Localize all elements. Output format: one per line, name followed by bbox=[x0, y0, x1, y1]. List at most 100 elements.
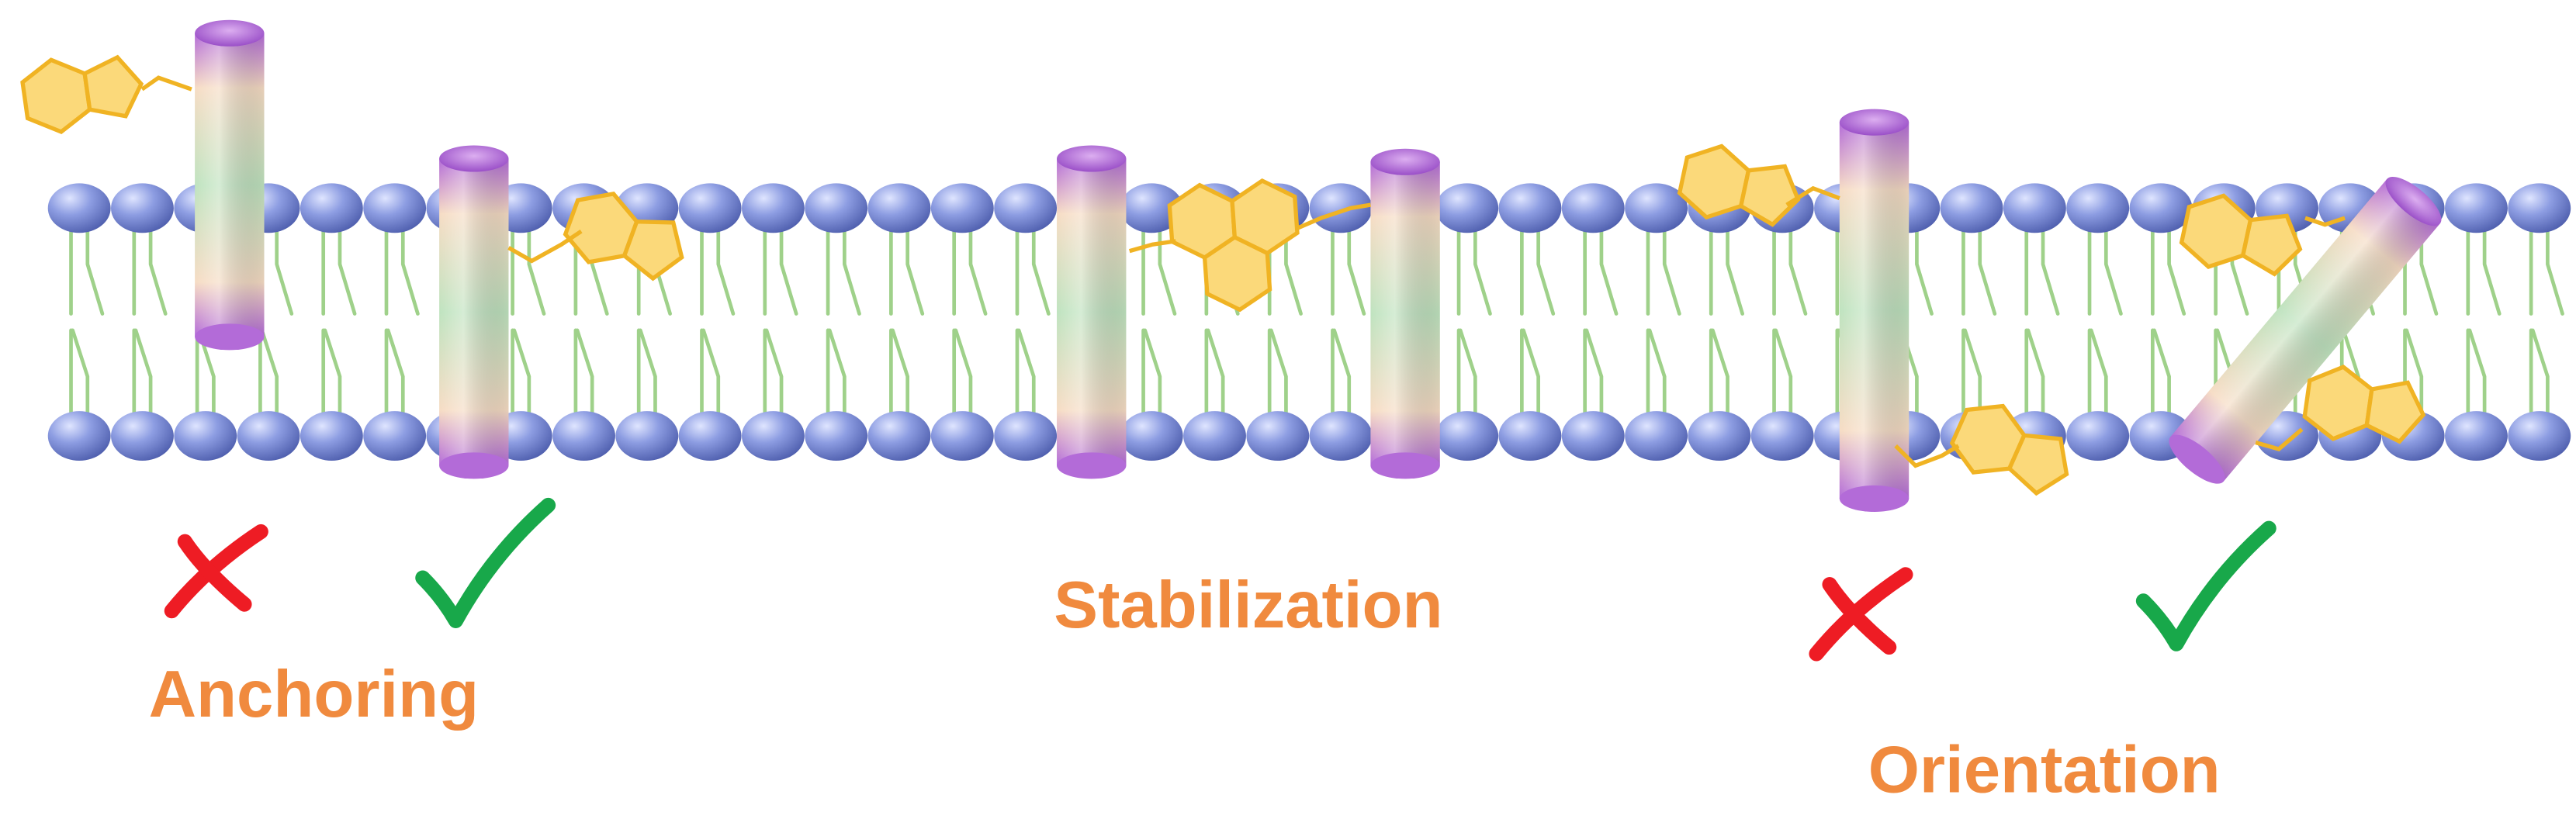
lipid-tail bbox=[1269, 328, 1288, 415]
lipid-head bbox=[1309, 183, 1373, 233]
lipid-tail bbox=[2405, 328, 2424, 415]
lipid-tail bbox=[843, 223, 861, 316]
lipid-tail bbox=[2041, 223, 2060, 316]
lipid-tail bbox=[2026, 328, 2045, 415]
lipid-head bbox=[1120, 411, 1183, 461]
lipid-tail bbox=[85, 223, 105, 316]
lipid-head bbox=[363, 411, 427, 461]
lipid-head bbox=[111, 411, 174, 461]
lipid-tail bbox=[2089, 328, 2108, 415]
lipid-tail bbox=[1332, 328, 1352, 415]
lipid-tail bbox=[1473, 223, 1492, 316]
lipid-tail bbox=[275, 223, 294, 316]
transmembrane-helices bbox=[195, 19, 2442, 512]
lipid-head bbox=[1435, 411, 1499, 461]
lipid-head bbox=[47, 411, 111, 461]
lipid-head bbox=[111, 183, 174, 233]
lipid-tail bbox=[1584, 328, 1604, 415]
lipid-head bbox=[1120, 183, 1183, 233]
lipid-tail bbox=[1143, 328, 1162, 415]
lipid-head bbox=[47, 183, 111, 233]
orientation-label: Orientation bbox=[1868, 734, 2221, 807]
lipid-head bbox=[678, 411, 742, 461]
lipid-head bbox=[1940, 183, 2003, 233]
helix-orientation-tilted bbox=[2169, 177, 2442, 484]
lipid-tail bbox=[1647, 328, 1667, 415]
anchoring-check-mark-icon bbox=[415, 497, 556, 628]
lipid-head bbox=[1625, 411, 1688, 461]
fused-ring-lipid-motif-icon bbox=[2255, 362, 2429, 451]
helix-stabilization-right bbox=[1370, 148, 1440, 479]
orientation-cross-mark-icon bbox=[1809, 567, 1913, 662]
lipid-tail bbox=[338, 223, 357, 316]
lipid-head bbox=[930, 183, 994, 233]
fused-ring-lipid-motif-icon bbox=[20, 48, 192, 136]
lipid-tail bbox=[260, 328, 279, 415]
lipid-head bbox=[2445, 411, 2508, 461]
lipid-tail bbox=[1774, 328, 1793, 415]
fused-ring-lipid-motif-icon bbox=[2178, 189, 2346, 285]
lipid-head bbox=[2066, 183, 2130, 233]
lipid-tail bbox=[400, 223, 420, 316]
lipid-tail bbox=[1599, 223, 1619, 316]
lipid-head bbox=[1435, 183, 1499, 233]
lipid-tail bbox=[716, 223, 736, 316]
orientation-check-mark-icon bbox=[2135, 520, 2277, 651]
helix-stabilization-left bbox=[1057, 145, 1127, 479]
lipid-head bbox=[552, 411, 615, 461]
lipid-tail bbox=[2467, 328, 2487, 415]
lipid-tail bbox=[1711, 328, 1729, 415]
fused-ring-lipid-motif-icon bbox=[1676, 140, 1840, 235]
lipid-tail bbox=[323, 328, 342, 415]
helix-anchoring-unanchored bbox=[195, 19, 265, 351]
lipid-head bbox=[805, 183, 868, 233]
lipid-tail bbox=[2546, 223, 2564, 316]
lipid-head bbox=[1561, 183, 1625, 233]
lipid-head bbox=[2003, 183, 2066, 233]
lipid-tail bbox=[1788, 223, 1808, 316]
lipid-tail bbox=[2530, 328, 2550, 415]
lipid-tail bbox=[1206, 328, 1225, 415]
anchoring-label: Anchoring bbox=[149, 658, 480, 731]
stabilization-label: Stabilization bbox=[1054, 568, 1442, 642]
lipid-head bbox=[615, 411, 679, 461]
lipid-head bbox=[1246, 411, 1310, 461]
lipid-tail bbox=[1458, 328, 1477, 415]
lipid-head bbox=[867, 183, 931, 233]
lipid-tail bbox=[638, 328, 657, 415]
lipid-tail bbox=[1031, 223, 1051, 316]
lipid-tail bbox=[527, 223, 546, 316]
lipid-tail bbox=[779, 223, 798, 316]
lipid-tail bbox=[1915, 223, 1934, 316]
lipid-head bbox=[2445, 183, 2508, 233]
lipid-tail bbox=[954, 328, 973, 415]
lipid-tail bbox=[2103, 223, 2123, 316]
lipid-tail bbox=[891, 328, 910, 415]
lipid-tail bbox=[2482, 223, 2502, 316]
lipid-head bbox=[2508, 411, 2571, 461]
lipid-head bbox=[994, 183, 1058, 233]
lipid-head bbox=[1561, 411, 1625, 461]
lipid-tail bbox=[1522, 328, 1540, 415]
lipid-tail bbox=[827, 328, 847, 415]
lipid-head bbox=[2508, 183, 2571, 233]
lipid-head bbox=[930, 411, 994, 461]
lipid-tail bbox=[1963, 328, 1982, 415]
lipid-tail bbox=[764, 328, 784, 415]
lipid-tail bbox=[71, 328, 90, 415]
lipid-head bbox=[299, 411, 363, 461]
lipid-head bbox=[805, 411, 868, 461]
helix-anchoring-anchored bbox=[439, 145, 509, 479]
lipid-tail bbox=[968, 223, 988, 316]
fused-ring-lipid-motif-icon bbox=[1128, 178, 1371, 314]
lipid-head bbox=[363, 183, 427, 233]
lipid-head bbox=[237, 411, 300, 461]
lipid-head bbox=[1750, 411, 1814, 461]
lipid-tail bbox=[701, 328, 721, 415]
lipid-head bbox=[1183, 411, 1246, 461]
lipid-tail bbox=[1016, 328, 1036, 415]
lipid-tail bbox=[2167, 223, 2186, 316]
lipid-tail bbox=[386, 328, 405, 415]
anchoring-cross-mark-icon bbox=[164, 524, 268, 619]
